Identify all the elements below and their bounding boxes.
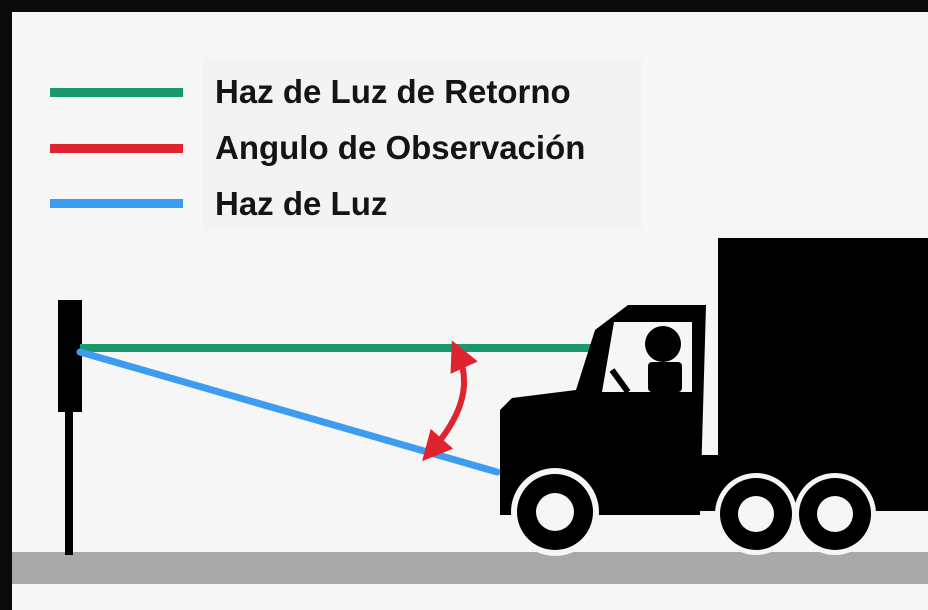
sign-pole xyxy=(65,405,73,555)
frame-left xyxy=(0,0,12,610)
legend-swatch-light-beam xyxy=(50,199,183,208)
legend-label-light-beam: Haz de Luz xyxy=(215,185,388,222)
legend-panel xyxy=(202,58,642,230)
retroreflective-sign xyxy=(58,300,82,412)
rear-wheel-1 xyxy=(715,473,797,555)
rear-wheel-2 xyxy=(794,473,876,555)
driver-body xyxy=(648,362,682,392)
legend-label-observation-angle: Angulo de Observación xyxy=(215,129,586,166)
legend-swatch-observation-angle xyxy=(50,144,183,153)
observation-angle-arc xyxy=(422,340,478,462)
frame-top xyxy=(0,0,928,12)
legend-label-return-beam: Haz de Luz de Retorno xyxy=(215,73,571,110)
steering-wheel xyxy=(609,368,631,394)
legend-swatch-return-beam xyxy=(50,88,183,97)
driver-icon xyxy=(609,326,682,394)
driver-head xyxy=(645,326,681,362)
truck-icon xyxy=(500,238,928,556)
road-surface xyxy=(12,552,928,584)
truck-cargo-box xyxy=(718,238,928,460)
front-wheel xyxy=(517,474,593,550)
